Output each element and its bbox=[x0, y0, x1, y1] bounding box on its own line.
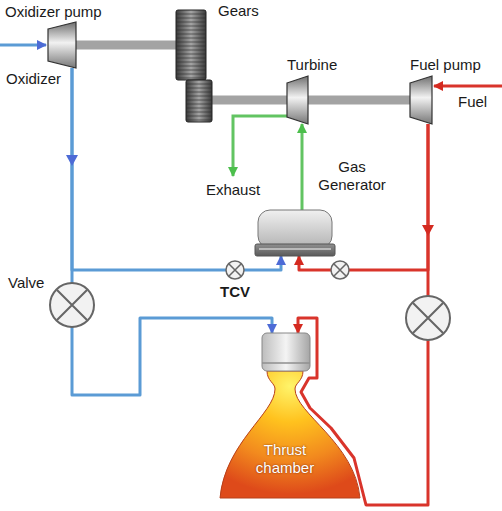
chamber-bell bbox=[220, 371, 360, 498]
thrust-chamber: Thrust chamber bbox=[215, 333, 365, 503]
oxidizer-line bbox=[72, 68, 272, 395]
valve-body bbox=[226, 261, 244, 279]
valve-body bbox=[406, 296, 450, 340]
pump-body bbox=[48, 22, 76, 68]
valve-body bbox=[50, 283, 94, 327]
gear-teeth bbox=[186, 84, 212, 120]
generator-body bbox=[258, 210, 332, 248]
gear-body bbox=[186, 80, 212, 122]
injector-head bbox=[262, 333, 310, 371]
shape-outline bbox=[410, 76, 432, 124]
node-heading: Gears bbox=[218, 2, 259, 20]
valve-label: TCV bbox=[220, 283, 250, 301]
exhaust-line bbox=[233, 116, 287, 176]
exhaust-label: Exhaust bbox=[206, 181, 260, 199]
flow-arrow bbox=[422, 225, 434, 236]
gear-body bbox=[176, 10, 206, 80]
fuel-inlet bbox=[434, 85, 502, 88]
valve-cross bbox=[334, 264, 346, 276]
oxidizer-line bbox=[72, 68, 281, 270]
generator-injector-line bbox=[259, 248, 331, 250]
valve-symbol bbox=[226, 261, 244, 279]
pump-body bbox=[287, 76, 308, 124]
shape-outline bbox=[287, 76, 308, 124]
turbine-symbol: Turbine bbox=[287, 76, 308, 124]
pump-body bbox=[410, 76, 432, 124]
valve-cross bbox=[229, 264, 241, 276]
node-heading: Thrust chamber bbox=[240, 441, 330, 477]
oxidizer-inlet bbox=[0, 44, 46, 47]
gear-symbol: Gears bbox=[176, 10, 212, 122]
hot-gas-line bbox=[301, 124, 304, 210]
flow-arrow bbox=[66, 155, 78, 166]
valve-cross bbox=[57, 290, 87, 320]
valve-body bbox=[331, 261, 349, 279]
node-heading: Gas Generator bbox=[312, 158, 392, 194]
pump-symbol: Fuel pump bbox=[410, 76, 432, 124]
shape-outline bbox=[215, 333, 365, 503]
pump-symbol: Oxidizer pump bbox=[48, 22, 76, 68]
node-heading: Oxidizer pump bbox=[5, 3, 102, 21]
gas-generator: Gas Generator bbox=[255, 210, 335, 256]
valve-symbol bbox=[406, 296, 450, 340]
node-heading: Fuel pump bbox=[410, 56, 481, 74]
valve-label: Valve bbox=[8, 274, 44, 292]
drive-shaft bbox=[76, 41, 176, 50]
drive-shaft bbox=[212, 96, 287, 105]
injector-band bbox=[262, 362, 310, 364]
shape-outline bbox=[176, 10, 212, 122]
node-heading: Turbine bbox=[287, 56, 337, 74]
valve-cross bbox=[413, 303, 443, 333]
generator-injector bbox=[255, 244, 335, 256]
valve-symbol bbox=[331, 261, 349, 279]
drive-shaft bbox=[308, 96, 410, 105]
gear-teeth bbox=[176, 14, 206, 78]
shape-outline bbox=[48, 22, 76, 68]
inlet-label: Oxidizer bbox=[6, 70, 61, 88]
shape-outline bbox=[255, 210, 335, 256]
inlet-label: Fuel bbox=[458, 93, 487, 111]
valve-symbol bbox=[50, 283, 94, 327]
